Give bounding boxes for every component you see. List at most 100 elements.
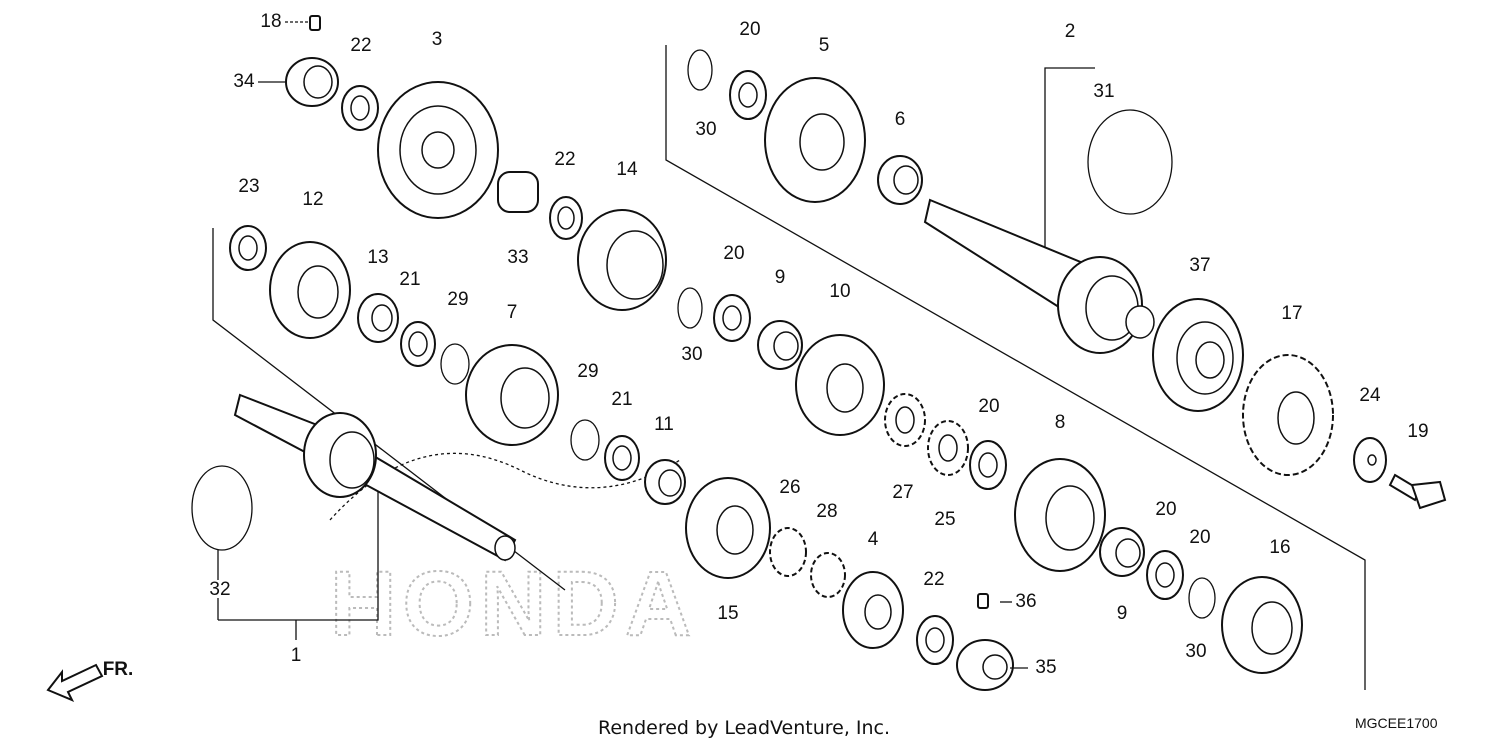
washer-21-a-hole <box>408 331 428 357</box>
callout-29: 29 <box>447 289 468 310</box>
bushing-13-hole <box>371 304 393 332</box>
washer-20-c-hole <box>978 452 998 478</box>
bushing-6-hole <box>893 165 919 195</box>
callout-28: 28 <box>816 501 837 522</box>
callout-21: 21 <box>611 389 632 410</box>
callout-9: 9 <box>775 267 786 288</box>
gear-5 <box>764 77 866 203</box>
callout-22: 22 <box>923 569 944 590</box>
callout-9: 9 <box>1117 603 1128 624</box>
sprocket-17 <box>1242 354 1334 476</box>
washer-24-hole <box>1367 454 1377 466</box>
lockwasher-26 <box>769 527 807 577</box>
callout-16: 16 <box>1269 537 1290 558</box>
bushing-9-a-hole <box>773 331 799 361</box>
callout-5: 5 <box>819 35 830 56</box>
diagram-code: MGCEE1700 <box>1355 715 1438 731</box>
circlip-31 <box>1087 109 1173 215</box>
callout-2: 2 <box>1065 21 1076 42</box>
callout-11: 11 <box>654 414 674 435</box>
gear-10 <box>795 334 885 436</box>
gear-14 <box>577 209 667 311</box>
circlip-30-c <box>1188 577 1216 619</box>
bushing-9-b-hole <box>1115 538 1141 568</box>
bearing-37 <box>1152 298 1244 412</box>
circlip-32 <box>191 465 253 551</box>
gear-3 <box>377 81 499 219</box>
bearing-34 <box>285 57 339 107</box>
callout-34: 34 <box>233 71 255 92</box>
callout-20: 20 <box>1155 499 1176 520</box>
washer-22-mid-hole <box>557 206 575 230</box>
callout-20: 20 <box>723 243 744 264</box>
bearing-33 <box>497 171 539 213</box>
callout-8: 8 <box>1055 412 1066 433</box>
callout-24: 24 <box>1359 385 1381 406</box>
bushing-11-hole <box>658 469 682 497</box>
callout-18: 18 <box>260 11 281 32</box>
mainshaft-1 <box>233 393 517 562</box>
callout-19: 19 <box>1407 421 1428 442</box>
callout-20: 20 <box>1189 527 1210 548</box>
callout-37: 37 <box>1189 255 1210 276</box>
honda-watermark: HONDA <box>330 553 697 655</box>
lockwasher-27-hole <box>895 406 915 434</box>
callout-29: 29 <box>577 361 598 382</box>
callout-labels: 1234567899101112131415161718192020202020… <box>209 11 1428 678</box>
countershaft-2 <box>923 198 1155 354</box>
gear-7 <box>465 344 559 446</box>
circlip-29-a <box>440 343 470 385</box>
washer-20-b-hole <box>722 305 742 331</box>
callout-22: 22 <box>554 149 575 170</box>
callout-21: 21 <box>399 269 420 290</box>
callout-6: 6 <box>895 109 906 130</box>
washer-22-low-hole <box>925 627 945 653</box>
callout-36: 36 <box>1015 591 1036 612</box>
callout-20: 20 <box>739 19 760 40</box>
gear-4 <box>842 571 904 649</box>
leader-lines <box>217 21 1028 669</box>
footer-credit: Rendered by LeadVenture, Inc. <box>598 717 890 739</box>
callout-31: 31 <box>1093 81 1114 102</box>
callout-30: 30 <box>681 344 702 365</box>
callout-30: 30 <box>1185 641 1206 662</box>
circlip-30-b <box>677 287 703 329</box>
callout-13: 13 <box>367 247 388 268</box>
callout-15: 15 <box>717 603 738 624</box>
callout-25: 25 <box>934 509 955 530</box>
circlip-30-a <box>687 49 713 91</box>
spline-washer-25-hole <box>938 434 958 462</box>
washer-20-d-hole <box>1155 562 1175 588</box>
spline-washer-28 <box>810 552 846 598</box>
callout-1: 1 <box>291 645 302 666</box>
gear-8 <box>1014 458 1106 572</box>
washer-23-hole <box>238 235 258 261</box>
front-direction-label: FR. <box>103 659 134 680</box>
callout-27: 27 <box>892 482 913 503</box>
callout-12: 12 <box>302 189 323 210</box>
dowel-18 <box>309 15 321 31</box>
circlip-29-b <box>570 419 600 461</box>
bolt-19 <box>1388 473 1447 510</box>
callout-20: 20 <box>978 396 999 417</box>
callout-33: 33 <box>507 247 528 268</box>
callout-32: 32 <box>209 579 230 600</box>
washer-20-a-hole <box>738 82 758 108</box>
front-direction-arrow: FR. <box>46 659 134 702</box>
callout-10: 10 <box>829 281 850 302</box>
bearing-35 <box>956 639 1014 691</box>
callout-3: 3 <box>432 29 443 50</box>
callout-17: 17 <box>1281 303 1302 324</box>
callout-26: 26 <box>779 477 800 498</box>
callout-4: 4 <box>868 529 879 550</box>
callout-23: 23 <box>238 176 259 197</box>
callout-7: 7 <box>507 302 518 323</box>
callout-30: 30 <box>695 119 716 140</box>
gear-15 <box>685 477 771 579</box>
gear-16 <box>1221 576 1303 674</box>
callout-35: 35 <box>1035 657 1056 678</box>
dowel-36 <box>977 593 989 609</box>
callout-22: 22 <box>350 35 371 56</box>
washer-22-top-hole <box>350 95 370 121</box>
